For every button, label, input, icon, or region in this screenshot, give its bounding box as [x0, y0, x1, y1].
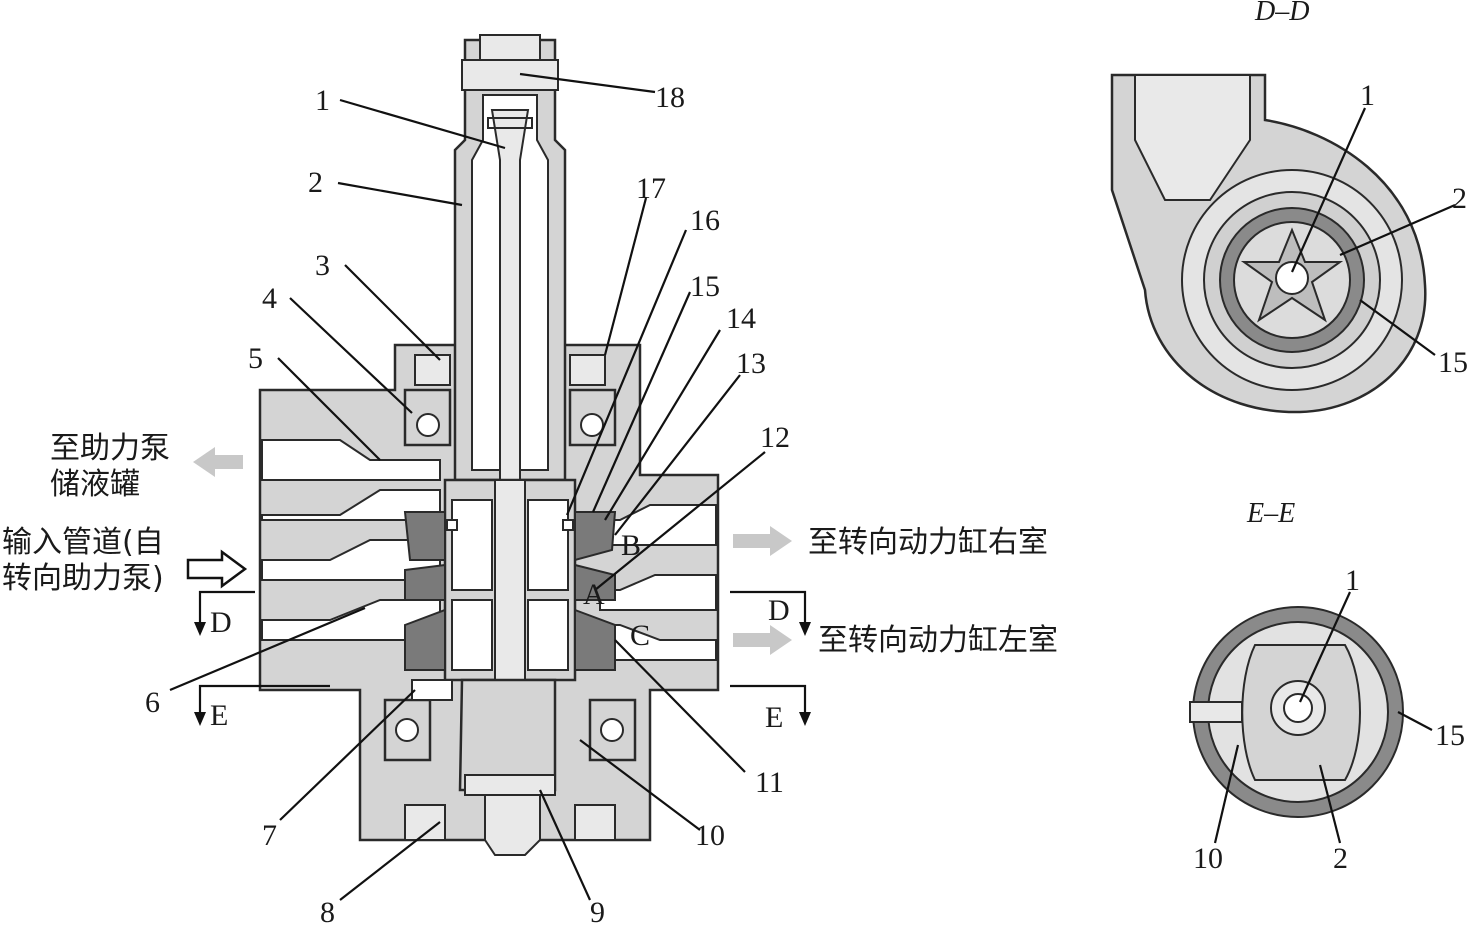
ee-label-10: 10 — [1193, 842, 1223, 875]
label-11: 11 — [755, 766, 784, 799]
label-16: 16 — [690, 204, 720, 237]
label-14: 14 — [726, 302, 756, 335]
port-c-label: C — [630, 619, 650, 652]
section-d-left: D — [210, 606, 232, 639]
ee-label-1: 1 — [1345, 564, 1360, 597]
right-chamber-arrow-icon — [733, 526, 792, 556]
to-right-chamber-label: 至转向动力缸右室 — [808, 525, 1048, 560]
port-b-label: B — [621, 529, 641, 562]
label-10: 10 — [695, 819, 725, 852]
input-arrow-icon — [186, 549, 248, 589]
section-dd-view: D–D 1 2 15 — [1110, 0, 1468, 414]
label-15: 15 — [690, 270, 720, 303]
to-reservoir-line1: 至助力泵 — [50, 431, 170, 466]
section-e-left: E — [210, 699, 228, 732]
label-17: 17 — [636, 172, 666, 205]
section-ee-title: E–E — [1246, 498, 1295, 529]
label-18: 18 — [655, 81, 685, 114]
rotary-valve-core — [403, 478, 617, 811]
dd-label-2: 2 — [1452, 182, 1467, 215]
label-7: 7 — [262, 819, 277, 852]
port-a-label: A — [583, 578, 605, 611]
label-2: 2 — [308, 166, 323, 199]
input-pipe-line1: 输入管道(自 — [2, 525, 164, 560]
section-markers: D D E E — [194, 590, 811, 734]
section-ee-view: E–E 1 10 2 15 — [1189, 498, 1465, 875]
bearings — [383, 354, 637, 841]
label-4: 4 — [262, 282, 277, 315]
label-1: 1 — [315, 84, 330, 117]
left-chamber-arrow-icon — [733, 625, 792, 655]
part-number-labels: 1 2 3 4 5 6 7 8 9 10 11 12 13 14 15 16 1… — [145, 81, 790, 925]
input-pipe-line2: 转向助力泵) — [2, 561, 164, 596]
dd-label-1: 1 — [1360, 79, 1375, 112]
label-3: 3 — [315, 249, 330, 282]
to-reservoir-line2: 储液罐 — [50, 467, 140, 502]
to-left-chamber-label: 至转向动力缸左室 — [818, 623, 1058, 658]
label-8: 8 — [320, 896, 335, 925]
reservoir-arrow-icon — [193, 447, 243, 477]
dd-label-15: 15 — [1438, 346, 1468, 379]
ee-label-2: 2 — [1333, 842, 1348, 875]
label-13: 13 — [736, 347, 766, 380]
label-5: 5 — [248, 342, 263, 375]
label-9: 9 — [590, 896, 605, 925]
label-6: 6 — [145, 686, 160, 719]
section-dd-title: D–D — [1254, 0, 1309, 27]
section-e-right: E — [765, 701, 783, 734]
output-shaft — [411, 678, 557, 856]
label-12: 12 — [760, 421, 790, 454]
section-d-right: D — [768, 594, 790, 627]
leader-lines — [169, 72, 766, 901]
ee-label-15: 15 — [1435, 719, 1465, 752]
